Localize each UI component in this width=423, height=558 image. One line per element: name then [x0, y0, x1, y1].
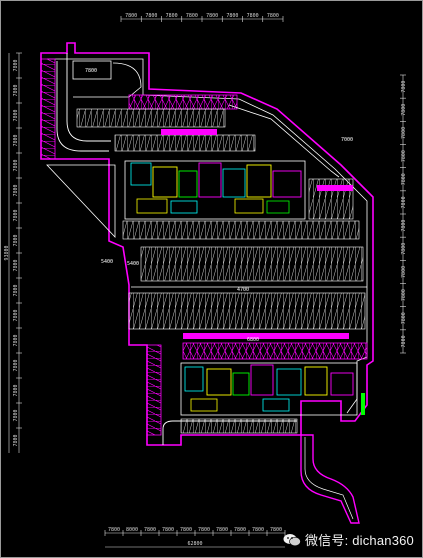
left-dim-text: 7800	[13, 109, 19, 121]
right-dim-text: 7800	[401, 104, 407, 116]
stall-row-diagonal	[228, 104, 340, 178]
side-label: 5400	[101, 259, 113, 265]
core-block-upper	[124, 160, 306, 220]
left-stall-column	[40, 58, 56, 160]
bottom-dim-text: 7800	[162, 527, 174, 533]
top-dim-text: 7800	[247, 13, 259, 19]
top-dim-text: 7800	[206, 13, 218, 19]
right-dim-text: 7800	[401, 335, 407, 347]
label-bar	[161, 129, 217, 135]
bottom-dim-text: 7800	[180, 527, 192, 533]
right-dim-text: 7800	[401, 127, 407, 139]
bottom-dim-text: 7800	[108, 527, 120, 533]
right-dim-text: 7800	[401, 173, 407, 185]
ramp-curve-top	[73, 62, 142, 98]
bottom-dim-text: 8000	[126, 527, 138, 533]
exit-ramp	[300, 434, 360, 524]
left-dim-text: 7800	[13, 209, 19, 221]
top-dim-text: 7800	[145, 13, 157, 19]
bottom-dim-text: 7800	[198, 527, 210, 533]
left-dim-text: 7800	[13, 59, 19, 71]
stall-row-lower-magenta	[182, 342, 368, 360]
right-dim-text: 7800	[401, 81, 407, 93]
left-dim-text: 7800	[13, 334, 19, 346]
ramp-label: 5400	[127, 261, 139, 267]
bottom-dim-text: 7800	[144, 527, 156, 533]
mid-aisle-label: 4700	[237, 287, 249, 293]
exit-ramp-inner	[304, 437, 354, 520]
stall-row-top-white-a	[76, 108, 226, 128]
core-block-lower	[180, 362, 358, 416]
top-dim-text: 7800	[125, 13, 137, 19]
bottom-dim-text: 7800	[270, 527, 282, 533]
left-dim-text: 7800	[13, 434, 19, 446]
right-label-bar	[317, 185, 353, 191]
left-dim-text: 7800	[13, 384, 19, 396]
left-dim-text: 7800	[13, 359, 19, 371]
lower-aisle-label: 6800	[247, 337, 259, 343]
bottom-dim-text: 7800	[216, 527, 228, 533]
right-dim-text: 7800	[401, 220, 407, 232]
left-dim-text: 7800	[13, 84, 19, 96]
bottom-total-text: 62800	[187, 541, 202, 547]
stall-row-mid-1	[122, 220, 360, 240]
left-total-text: 93800	[4, 245, 10, 260]
top-room-label: 7800	[85, 68, 97, 74]
building-outline	[40, 42, 374, 446]
watermark-text: 微信号: dichan360	[304, 533, 414, 548]
stall-row-top-magenta	[128, 94, 238, 110]
left-aisle	[66, 53, 111, 142]
bottom-dim-text: 7800	[252, 527, 264, 533]
right-dim-text: 7800	[401, 266, 407, 278]
watermark: 微信号: dichan360	[283, 530, 414, 549]
left-aisle-inner	[56, 61, 109, 152]
left-dim-text: 7800	[13, 409, 19, 421]
right-dim-text: 7800	[401, 312, 407, 324]
right-dim-text: 7800	[401, 196, 407, 208]
top-room	[72, 60, 112, 80]
wechat-logo	[283, 533, 301, 547]
left-stall-column-lower	[146, 344, 162, 436]
stall-row-mid-3	[128, 292, 366, 330]
left-dim-text: 7800	[13, 284, 19, 296]
stall-row-top-white-b	[114, 134, 256, 152]
left-dim-text: 7800	[13, 159, 19, 171]
left-dim-text: 7800	[13, 234, 19, 246]
right-dim-text: 7800	[401, 289, 407, 301]
left-dim-text: 7800	[13, 309, 19, 321]
left-dim-text: 7800	[13, 134, 19, 146]
dimension-chains: 7800 7800 7800 7800 7800 7800 7800 7800 7800 8000…	[4, 13, 407, 548]
bottom-stall-row	[180, 418, 298, 434]
right-aisle-label: 7000	[341, 137, 353, 143]
stall-row-mid-2	[140, 246, 364, 282]
green-element	[361, 393, 365, 415]
left-dim-text: 7800	[13, 259, 19, 271]
left-dim-text: 7800	[13, 184, 19, 196]
right-dim-text: 7800	[401, 243, 407, 255]
lower-aisle	[162, 420, 297, 445]
top-dim-text: 7800	[166, 13, 178, 19]
right-dim-text: 7800	[401, 150, 407, 162]
top-dim-text: 7800	[186, 13, 198, 19]
stall-row-mid-4	[183, 333, 349, 339]
top-dim-text: 7800	[226, 13, 238, 19]
bottom-dim-text: 7800	[234, 527, 246, 533]
top-dim-text: 7800	[267, 13, 279, 19]
